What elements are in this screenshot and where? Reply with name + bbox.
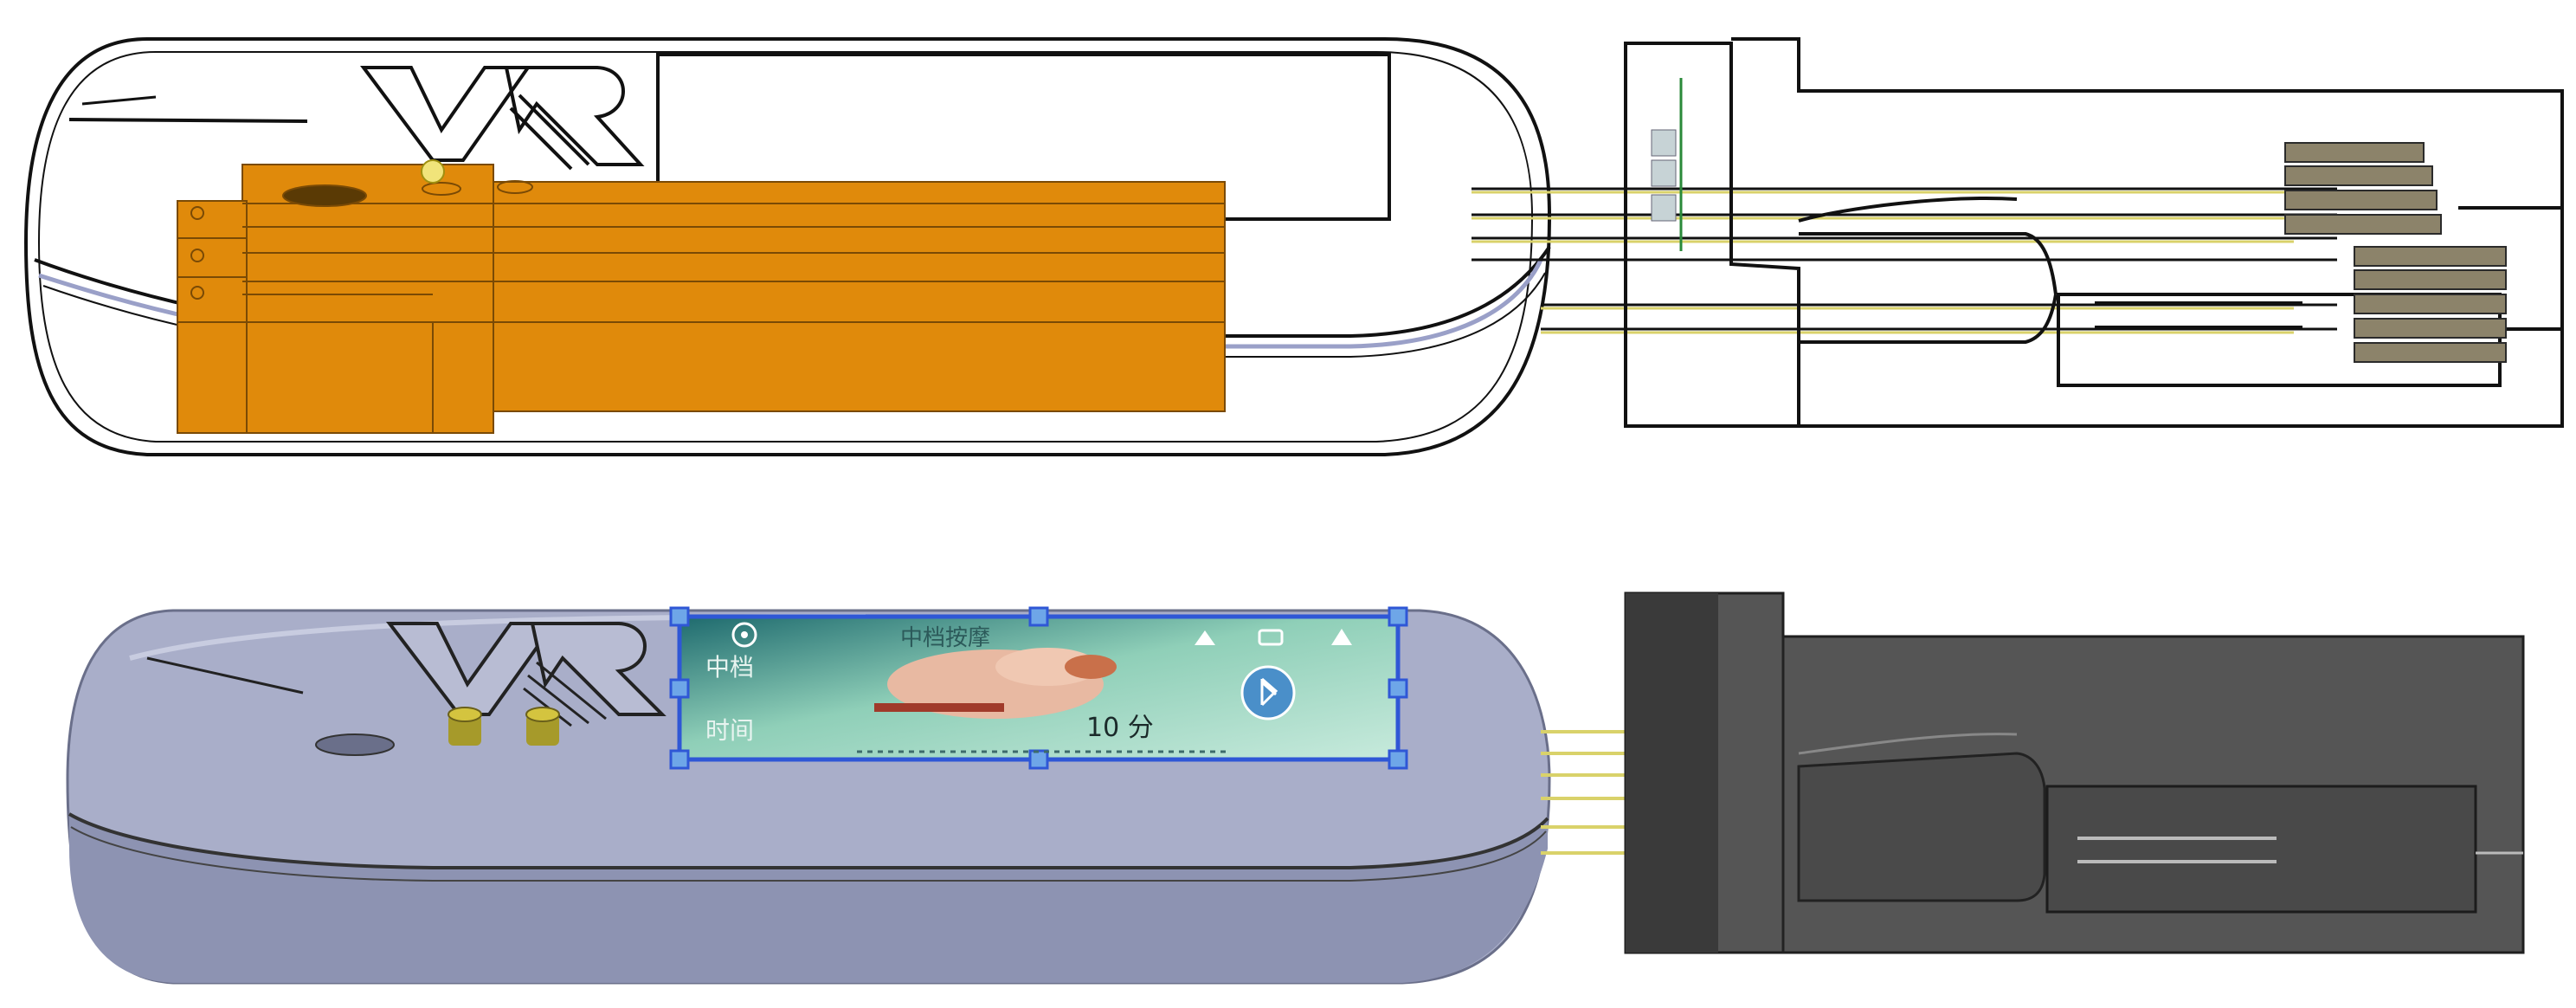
connector-inner-channel <box>1797 752 2046 902</box>
screen-title: 中档按摩 <box>900 625 990 651</box>
top-wireframe-connector <box>1472 37 2564 428</box>
connector-slot-frame <box>2045 785 2477 914</box>
connector-pins-bottom <box>1541 730 1627 855</box>
screen-hand-image <box>874 648 1117 719</box>
wifi-icon <box>1195 630 1215 645</box>
bottom-shaded-device: 中档按摩 中档 时间 10 分 <box>66 606 1551 985</box>
connector-face-dark <box>1626 593 1718 953</box>
device-seam-shaded <box>68 812 1549 869</box>
device-top-stroke-2 <box>81 95 157 106</box>
power-icon <box>1331 629 1352 645</box>
device-top-stroke <box>68 118 308 123</box>
orange-layer-stack <box>177 164 1226 434</box>
device-outline-inner <box>37 51 1534 443</box>
battery-icon <box>1258 629 1284 646</box>
device-seam-shaded-2 <box>70 826 1547 882</box>
top-wireframe-device <box>23 37 1552 456</box>
device-body-lower <box>69 814 1548 983</box>
speaker-grille <box>315 733 395 756</box>
screen-label-mode: 中档 <box>705 653 754 682</box>
button-left[interactable] <box>448 707 482 746</box>
logo-wireframe <box>360 66 645 171</box>
screen-label-time: 时间 <box>705 716 754 745</box>
connector-top-groove <box>1798 733 2018 755</box>
bottom-shaded-connector <box>1541 591 2525 954</box>
device-outline-outer <box>23 37 1552 456</box>
screen-settings-icon[interactable] <box>731 622 757 648</box>
orange-layer-holes <box>190 180 533 300</box>
connector-side-details <box>1651 129 1677 222</box>
device-top-stroke-shaded <box>146 656 304 695</box>
connector-body-outline <box>1624 37 2564 428</box>
bluetooth-icon[interactable] <box>1240 665 1296 720</box>
connector-slot-lines-bottom <box>2077 837 2277 863</box>
orange-layer-marker <box>421 159 445 184</box>
screen-status-icons <box>1195 629 1352 646</box>
connector-pins-top-highlight <box>1472 191 2294 334</box>
screen-timer: 10 分 <box>1086 713 1154 743</box>
button-right[interactable] <box>525 707 560 746</box>
connector-terminal-block <box>2284 142 2507 363</box>
connector-slot-lines <box>2095 301 2302 329</box>
